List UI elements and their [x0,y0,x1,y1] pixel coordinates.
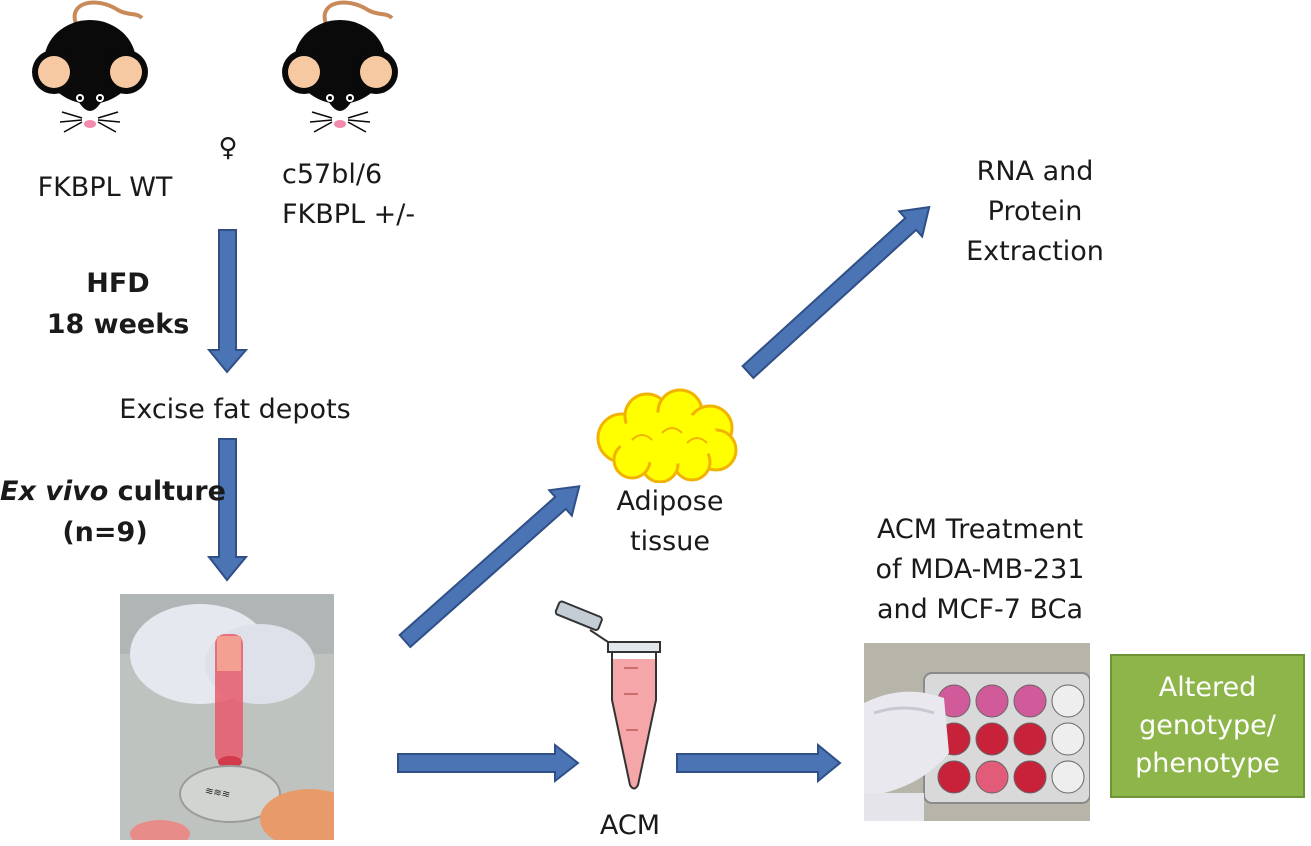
label-rna-protein-extraction: RNA and Protein Extraction [966,156,1104,267]
label-altered-genotype-phenotype: Altered genotype/ phenotype [1135,672,1280,779]
label-adipose-tissue: Adipose tissue [616,486,724,557]
ex-vivo-culture-photo: ≋≋≋ [120,594,334,840]
mouse-icon-het [282,0,398,133]
culture-photo-drawing: ≋≋≋ [120,594,334,840]
female-symbol: ♀ [218,133,238,163]
arrow-to-adipose [398,485,581,649]
label-n9: (n=9) [62,517,148,548]
label-18-weeks: 18 weeks [46,309,190,340]
label-excise-fat-depots: Excise fat depots [119,394,351,425]
adipose-cloud-icon [596,388,738,483]
label-acm-treatment: ACM Treatment of MDA-MB-231 and MCF-7 BC… [875,514,1085,625]
arrow-to-rna [741,205,931,380]
label-fkbpl-wt: FKBPL WT [37,172,173,203]
label-fkbpl-het: c57bl/6 FKBPL +/- [282,159,416,230]
label-culture: culture [108,476,226,507]
label-ex-vivo-culture: Ex vivo culture [0,472,226,512]
label-hfd: HFD [86,268,150,299]
arrow-to-treatment [676,742,842,784]
label-ex-vivo-italic: Ex vivo [0,476,109,507]
mouse-icon-wt [32,0,148,133]
label-acm: ACM [599,810,661,841]
well-plate-drawing [864,643,1090,821]
arrow-down-hfd [206,229,249,374]
svg-text:≋≋≋: ≋≋≋ [204,786,231,801]
arrow-down-exvivo [206,438,249,582]
well-plate-photo [864,643,1090,821]
eppendorf-tube-icon [554,600,661,790]
altered-genotype-phenotype-box: Altered genotype/ phenotype [1110,654,1305,798]
arrow-to-acm [397,742,580,784]
